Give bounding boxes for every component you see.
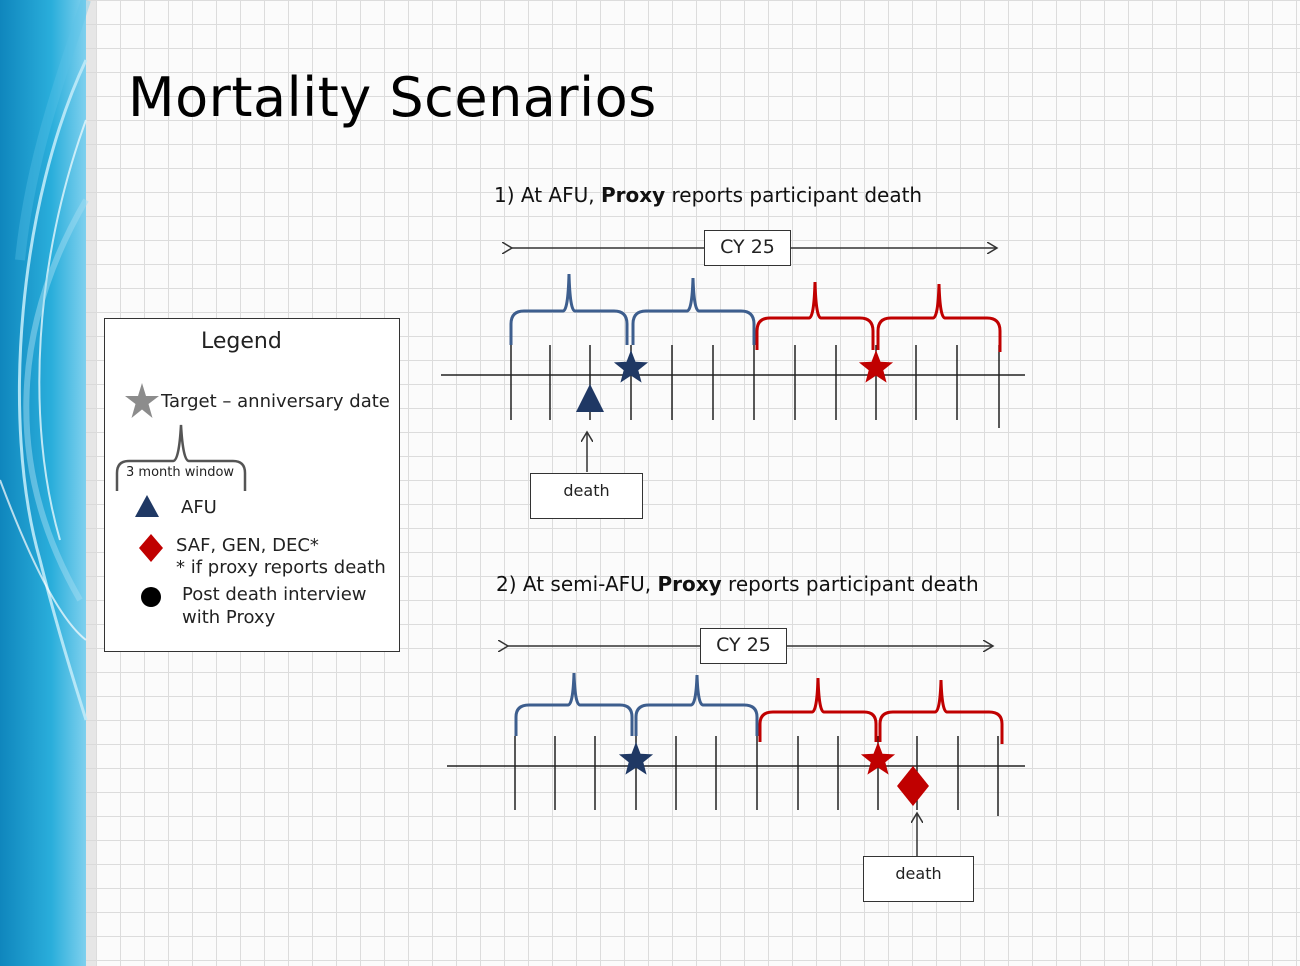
scenario1-timeline bbox=[441, 248, 1025, 472]
s1-navy-star bbox=[613, 350, 649, 383]
s1-cy-label: CY 25 bbox=[704, 230, 791, 266]
legend-heading: Legend bbox=[201, 329, 282, 354]
s2-cy-label: CY 25 bbox=[700, 628, 787, 664]
s1-brace-1 bbox=[509, 273, 629, 345]
legend-afu-label: AFU bbox=[181, 497, 217, 518]
decorative-band bbox=[0, 0, 96, 966]
s1-brace-3 bbox=[755, 281, 875, 350]
s2-brace-1 bbox=[514, 672, 634, 736]
s2-brace-3 bbox=[758, 677, 878, 742]
legend-saf-note: * if proxy reports death bbox=[176, 557, 386, 578]
s2-brace-2 bbox=[634, 674, 759, 736]
legend-post-label-2: with Proxy bbox=[182, 607, 276, 628]
gray-star-icon bbox=[125, 383, 159, 418]
s1-ticks bbox=[510, 345, 1000, 428]
legend-post-label-1: Post death interview bbox=[182, 584, 367, 605]
s2-navy-star bbox=[618, 742, 654, 775]
s2-red-star bbox=[860, 742, 896, 775]
s2-death-box: death bbox=[863, 856, 974, 902]
legend-target-label: Target – anniversary date bbox=[161, 391, 390, 412]
navy-triangle-icon bbox=[135, 495, 159, 517]
scenario2-timeline bbox=[447, 646, 1025, 856]
legend-window-label: 3 month window bbox=[126, 465, 235, 480]
scenario2-caption: 2) At semi-AFU, Proxy reports participan… bbox=[496, 572, 979, 596]
s2-brace-4 bbox=[878, 679, 1004, 744]
page-title: Mortality Scenarios bbox=[128, 66, 657, 129]
s2-ticks bbox=[514, 736, 999, 816]
s1-death-box: death bbox=[530, 473, 643, 519]
legend-box: Legend Target – anniversary date 3 month… bbox=[104, 318, 400, 652]
red-diamond-icon bbox=[139, 534, 163, 562]
black-dot-icon bbox=[141, 587, 161, 607]
s2-red-diamond bbox=[897, 766, 929, 806]
legend-saf-label: SAF, GEN, DEC* bbox=[176, 535, 319, 556]
window-brace-icon bbox=[115, 424, 247, 491]
scenario1-caption: 1) At AFU, Proxy reports participant dea… bbox=[494, 183, 923, 207]
s1-brace-4 bbox=[876, 283, 1002, 352]
s1-brace-2 bbox=[631, 277, 756, 345]
s1-afu-triangle bbox=[576, 384, 604, 412]
s1-red-star bbox=[858, 350, 894, 383]
